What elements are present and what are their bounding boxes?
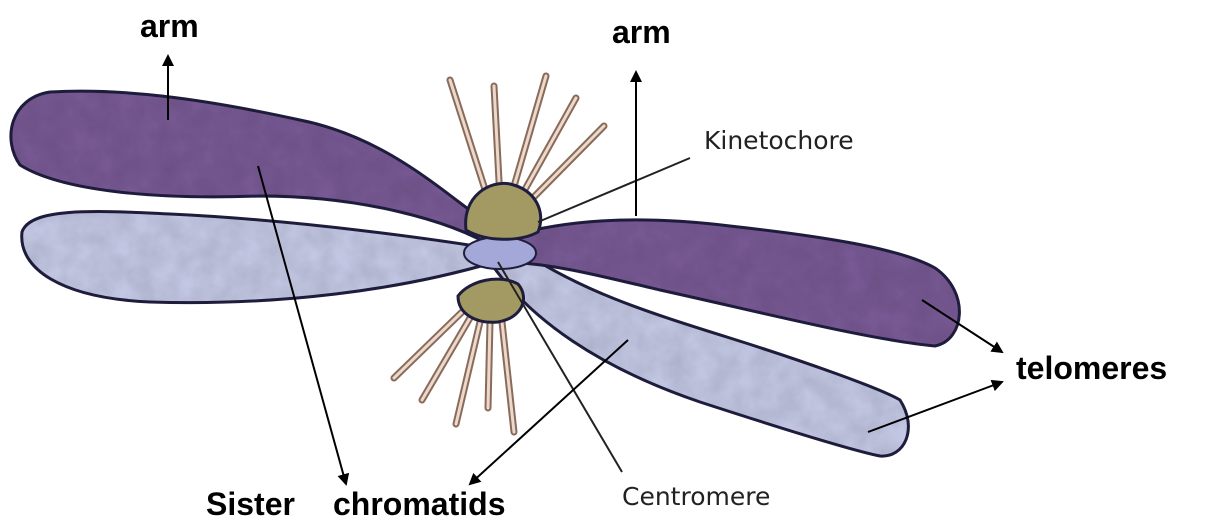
telomeres-label: telomeres: [1016, 350, 1167, 387]
chromatids-arrow: [470, 340, 628, 484]
sister-arrow: [258, 166, 346, 484]
spindle-fibers-lower: [394, 312, 514, 432]
arm-left-label: arm: [140, 8, 199, 45]
arm-right-label: arm: [612, 14, 671, 51]
kinetochore-upper: [466, 183, 541, 239]
chromatids-label: chromatids: [333, 486, 505, 523]
sister-label: Sister: [206, 486, 295, 523]
kinetochore-lower: [458, 279, 524, 322]
kinetochore-label: Kinetochore: [704, 126, 854, 155]
centromere-label: Centromere: [622, 482, 770, 511]
